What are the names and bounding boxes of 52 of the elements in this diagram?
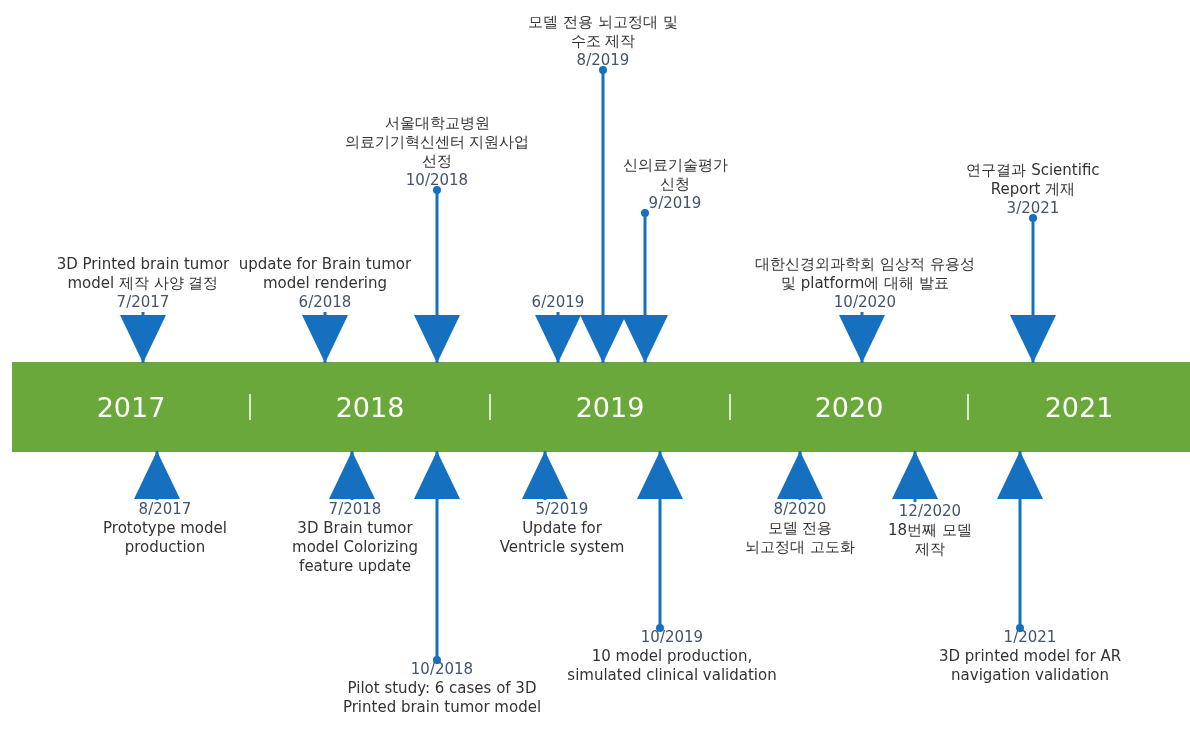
arrow	[120, 312, 166, 363]
event-description: Update for Ventricle system	[498, 519, 626, 557]
arrow	[535, 312, 581, 363]
event-date: 6/2019	[530, 293, 586, 312]
arrow	[580, 66, 626, 363]
arrow	[414, 451, 460, 664]
event-description: 서울대학교병원 의료기기혁신센터 지원사업 선정	[343, 114, 531, 171]
event-date: 10/2020	[832, 293, 898, 312]
event-description: 10 model production, simulated clinical validation	[567, 647, 777, 685]
event-description: 연구결과 Scientific Report 게재	[965, 161, 1101, 199]
arrow	[777, 451, 823, 500]
year-label: 2020	[814, 391, 884, 423]
event-date: 8/2020	[772, 500, 828, 519]
arrow	[134, 451, 180, 500]
event-date: 8/2019	[575, 51, 631, 70]
event-date: 5/2019	[534, 500, 590, 519]
year-label: 2019	[575, 391, 645, 423]
year-label: 2021	[1044, 391, 1114, 423]
arrow	[637, 451, 683, 632]
event-date: 7/2018	[327, 500, 383, 519]
arrow	[414, 186, 460, 363]
arrow	[522, 451, 568, 500]
event-date: 12/2020	[897, 502, 963, 521]
event-description: 3D Printed brain tumor model 제작 사양 결정	[55, 255, 231, 293]
event-date: 1/2021	[1002, 628, 1058, 647]
event-description: update for Brain tumor model rendering	[237, 255, 413, 293]
arrow	[302, 312, 348, 363]
event-date: 9/2019	[647, 194, 703, 213]
event-description: 신의료기술평가 신청	[621, 156, 729, 194]
event-date: 10/2018	[409, 660, 475, 679]
event-date: 7/2017	[115, 293, 171, 312]
arrow	[839, 312, 885, 363]
event-date: 3/2021	[1005, 199, 1061, 218]
arrow	[622, 209, 668, 363]
event-date: 10/2019	[639, 628, 705, 647]
event-description: Pilot study: 6 cases of 3D Printed brain tumor model	[342, 679, 542, 717]
event-date: 6/2018	[297, 293, 353, 312]
event-description: 3D printed model for AR navigation validation	[937, 647, 1123, 685]
event-date: 8/2017	[137, 500, 193, 519]
event-description: Prototype model production	[102, 519, 228, 557]
arrow	[1010, 214, 1056, 363]
event-date: 10/2018	[404, 171, 470, 190]
year-label: 2017	[96, 391, 166, 423]
event-description: 모델 전용 뇌고정대 고도화	[744, 519, 856, 557]
arrow	[329, 451, 375, 500]
event-description: 3D Brain tumor model Colorizing feature update	[291, 519, 419, 576]
arrow	[892, 451, 938, 502]
event-description: 18번째 모델 제작	[887, 521, 973, 559]
event-description: 대한신경외과학회 임상적 유용성 및 platform에 대해 발표	[755, 255, 975, 293]
arrow	[997, 451, 1043, 632]
year-label: 2018	[335, 391, 405, 423]
event-description: 모델 전용 뇌고정대 및 수조 제작	[527, 13, 679, 51]
